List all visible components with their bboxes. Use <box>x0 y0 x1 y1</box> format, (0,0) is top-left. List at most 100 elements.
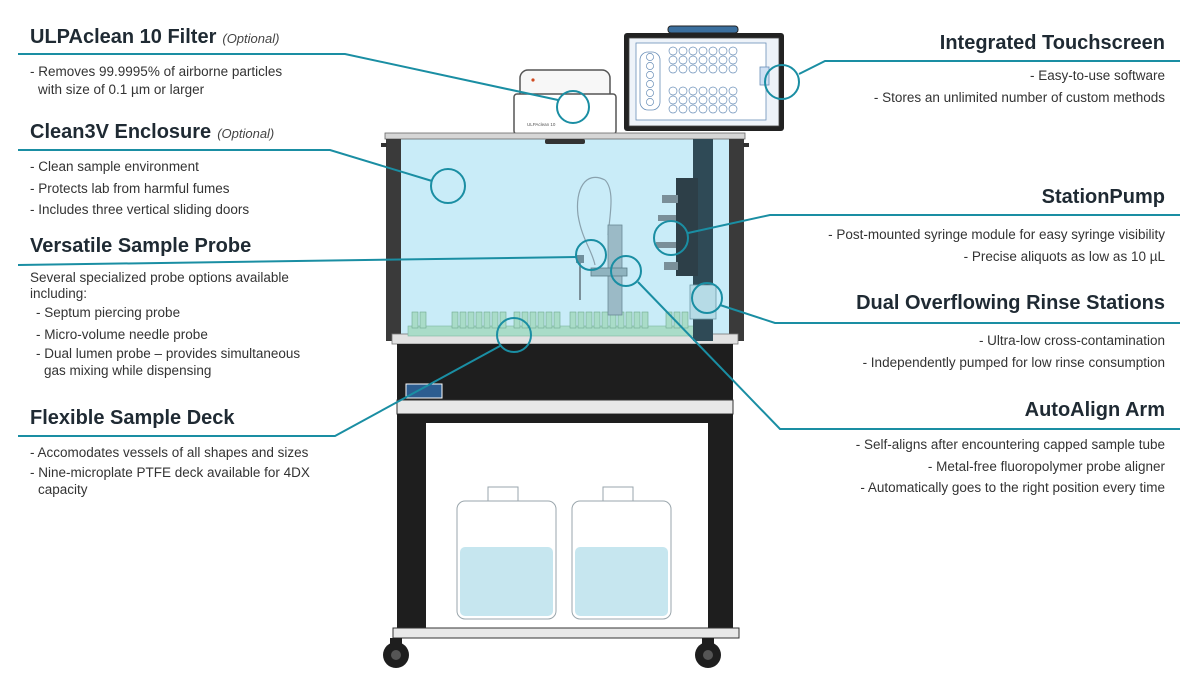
leader-probe <box>17 256 578 266</box>
sample-tube <box>569 311 577 329</box>
rinse-lines: - Ultra-low cross-contamination - Indepe… <box>765 330 1165 373</box>
probe-title: Versatile Sample Probe <box>30 235 252 257</box>
pump-line-1: - Post-mounted syringe module for easy s… <box>828 227 1165 242</box>
sample-tube <box>411 311 419 329</box>
autoalign-arm <box>576 176 628 316</box>
callout-deck: Flexible Sample Deck - Accomodates vesse… <box>30 406 370 498</box>
arm-line-2: - Metal-free fluoropolymer probe aligner <box>927 458 1165 474</box>
screen-well <box>698 46 708 56</box>
screen-well <box>678 46 688 56</box>
sample-tube <box>529 311 537 329</box>
probe-intro-2: including: <box>30 286 88 301</box>
sample-tube <box>665 311 673 329</box>
screen-well <box>728 55 738 65</box>
marker-ulpa <box>556 90 590 124</box>
screen-well <box>718 46 728 56</box>
callout-enclosure: Clean3V Enclosure (Optional) - Clean samp… <box>30 120 360 221</box>
screen-well <box>708 104 718 114</box>
screen-well <box>708 86 718 96</box>
sample-tube <box>633 311 641 329</box>
screen-well <box>708 46 718 56</box>
callout-rinse: Dual Overflowing Rinse Stations - Ultra-… <box>765 291 1165 373</box>
screen-well <box>698 95 708 105</box>
sample-tube <box>641 311 649 329</box>
ulpa-title-row: ULPAclean 10 Filter (Optional) <box>30 25 360 51</box>
probe-lines: Several specialized probe options availa… <box>30 270 370 379</box>
arm-title: AutoAlign Arm <box>1024 399 1165 421</box>
screen-well <box>688 64 698 74</box>
deck-line-3: capacity <box>38 481 88 497</box>
screen-well <box>708 64 718 74</box>
ulpa-optional: (Optional) <box>222 31 280 46</box>
sample-tube <box>625 311 633 329</box>
sample-tube <box>451 311 459 329</box>
arm-lines: - Self-aligns after encountering capped … <box>765 434 1165 499</box>
screen-well <box>646 53 654 61</box>
sample-rack <box>407 311 709 337</box>
screen-well <box>646 98 654 106</box>
pump-title: StationPump <box>1041 186 1165 208</box>
enclosure-lines: - Clean sample environment - Protects la… <box>30 156 360 221</box>
ulpa-title: ULPAclean 10 Filter <box>30 26 217 48</box>
screen-well <box>698 86 708 96</box>
sample-tube <box>459 311 467 329</box>
marker-arm <box>610 255 642 287</box>
leader-ulpa <box>18 53 559 101</box>
enclosure-line-2: - Protects lab from harmful fumes <box>30 180 230 196</box>
touchscreen-line-2: - Stores an unlimited number of custom m… <box>873 89 1165 105</box>
marker-deck <box>496 317 532 353</box>
callout-ulpa: ULPAclean 10 Filter (Optional) - Removes … <box>30 25 360 97</box>
sample-tube <box>491 311 499 329</box>
screen-well <box>718 86 728 96</box>
ulpa-lines: - Removes 99.9995% of airborne particles… <box>30 61 360 97</box>
screen-well <box>718 104 728 114</box>
callout-probe: Versatile Sample Probe Several specializ… <box>30 234 370 379</box>
enclosure-title: Clean3V Enclosure <box>30 121 212 143</box>
screen-well <box>698 55 708 65</box>
screen-well <box>688 55 698 65</box>
deck-line-1: - Accomodates vessels of all shapes and … <box>30 445 309 460</box>
ulpa-line-1: - Removes 99.9995% of airborne particles <box>30 64 283 79</box>
touchscreen-device <box>624 25 784 131</box>
enclosure-optional: (Optional) <box>217 126 275 141</box>
sample-tube <box>585 311 593 329</box>
screen-well <box>718 95 728 105</box>
enclosure-line-1: - Clean sample environment <box>30 159 199 174</box>
enclosure-line-3: - Includes three vertical sliding doors <box>30 202 250 217</box>
touchscreen-title: Integrated Touchscreen <box>939 32 1165 54</box>
screen-well <box>728 86 738 96</box>
screen-well <box>668 95 678 105</box>
sample-tube <box>475 311 483 329</box>
sample-tube <box>553 311 561 329</box>
screen-well <box>678 95 688 105</box>
leader-enclosure <box>18 149 433 182</box>
leader-pump <box>687 214 1180 234</box>
sample-tube <box>681 311 689 329</box>
screen-well <box>646 80 654 88</box>
leader-arm <box>637 281 1180 430</box>
marker-touchscreen <box>764 64 800 100</box>
callout-touchscreen: Integrated Touchscreen - Easy-to-use sof… <box>805 31 1165 108</box>
sample-tube <box>467 311 475 329</box>
screen-well <box>728 46 738 56</box>
arm-line-3: - Automatically goes to the right positi… <box>860 480 1165 495</box>
sample-tube <box>593 311 601 329</box>
screen-well <box>708 55 718 65</box>
screen-well <box>718 55 728 65</box>
screen-well <box>698 64 708 74</box>
marker-pump <box>653 220 689 256</box>
sample-tube <box>577 311 585 329</box>
callout-pump: StationPump - Post-mounted syringe modul… <box>765 185 1165 267</box>
sample-tube <box>419 311 427 329</box>
screen-well <box>728 104 738 114</box>
pump-line-2: - Precise aliquots as low as 10 µL <box>963 248 1165 264</box>
sample-tube <box>483 311 491 329</box>
sample-tube <box>545 311 553 329</box>
callout-arm: AutoAlign Arm - Self-aligns after encoun… <box>765 398 1165 499</box>
screen-well <box>678 64 688 74</box>
screen-well <box>668 64 678 74</box>
probe-line-1: - Septum piercing probe <box>36 305 181 320</box>
sample-tube <box>537 311 545 329</box>
marker-enclosure <box>430 168 466 204</box>
